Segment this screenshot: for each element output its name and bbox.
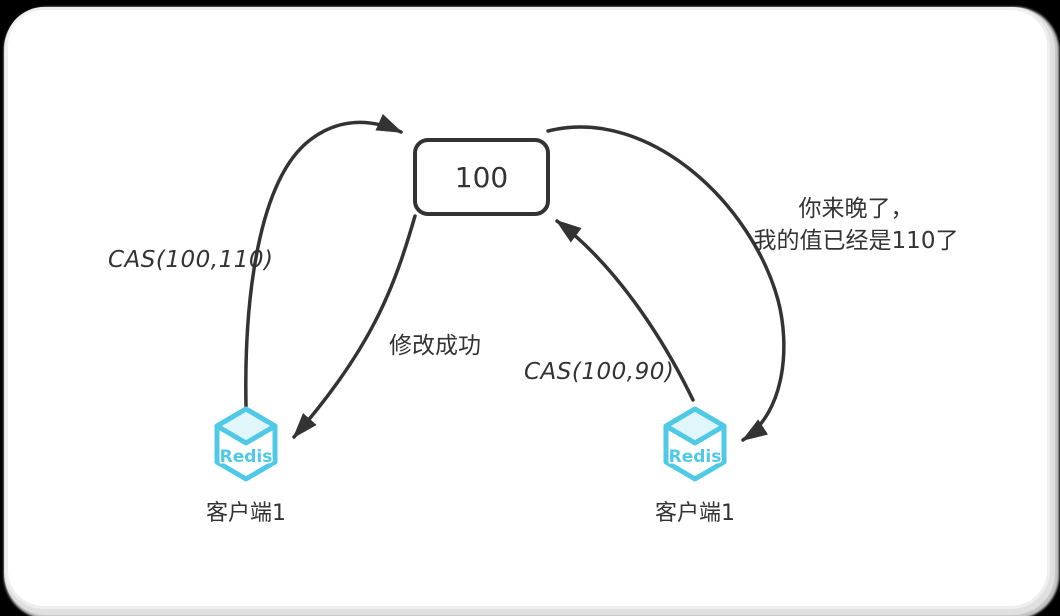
diagram-canvas-card — [8, 10, 1047, 606]
label-cas-100-110: CAS(100,110) — [108, 247, 274, 273]
client-node-left: Redis 客户端1 — [196, 406, 296, 527]
label-too-late-message: 你来晚了， 我的值已经是110了 — [698, 193, 1014, 257]
redis-cube-icon: Redis — [214, 406, 278, 482]
redis-icon-text: Redis — [669, 447, 722, 467]
store-value-text: 100 — [454, 160, 509, 194]
arrow-too-late-to-client-right — [546, 125, 786, 442]
redis-icon-text: Redis — [220, 447, 273, 467]
redis-cube-icon: Redis — [663, 406, 727, 482]
arrow-modify-success-to-client-left — [292, 214, 417, 439]
redis-cube-top-face — [214, 406, 278, 446]
arrow-cas-right-to-store — [555, 219, 695, 402]
label-cas-100-90: CAS(100,90) — [524, 359, 675, 385]
arrow-cas-left-to-store — [244, 113, 403, 408]
client-node-right: Redis 客户端1 — [645, 406, 745, 527]
label-too-late-line1: 你来晚了， — [798, 196, 914, 222]
label-too-late-line2: 我的值已经是110了 — [753, 228, 959, 254]
client-left-label: 客户端1 — [206, 501, 286, 526]
store-value-box: 100 — [413, 138, 550, 216]
client-right-label: 客户端1 — [655, 501, 735, 526]
redis-cube-top-face — [663, 406, 727, 446]
label-modify-success: 修改成功 — [389, 333, 481, 359]
